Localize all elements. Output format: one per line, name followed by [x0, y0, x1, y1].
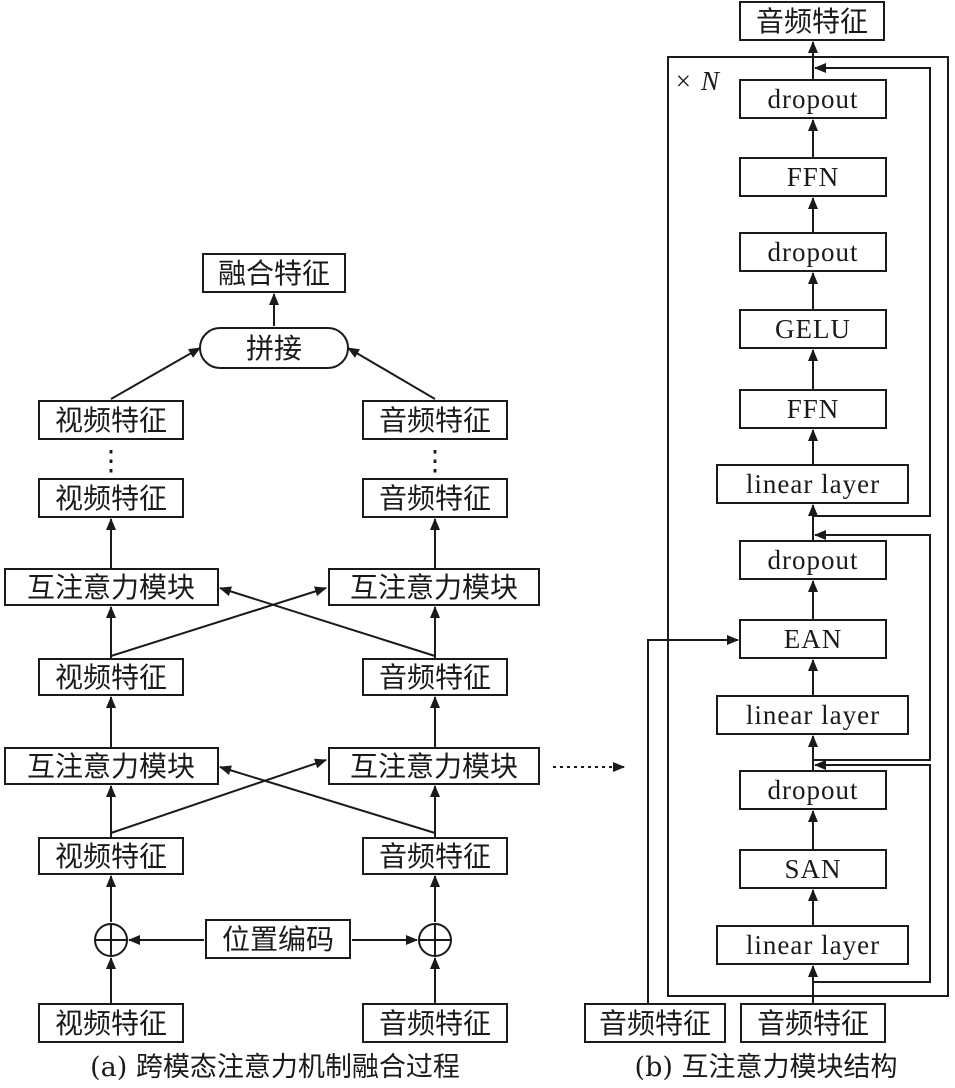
audio-feature-3-label: 音频特征 [379, 482, 491, 515]
audio-feature-self-input-box [740, 1003, 886, 1043]
video-feature-1-box [38, 837, 184, 875]
audio-co-attention-2-label: 互注意力模块 [350, 571, 518, 604]
audio-feature-1-label: 音频特征 [379, 840, 491, 873]
dropout-3-label: dropout [768, 237, 859, 267]
audio-feature-output-label: 音频特征 [756, 5, 868, 38]
ffn-2-label: FFN [787, 162, 840, 192]
position-encoding-box [205, 919, 351, 959]
ffn-1-box [739, 389, 887, 429]
video-ellipsis: ⋮ [97, 444, 125, 477]
video-feature-top-label: 视频特征 [55, 404, 167, 437]
panel-a-nodes: 融合特征 拼接 视频特征 音频特征 ⋮ ⋮ 视频特征 音频特征 互注意力模块 互… [4, 253, 540, 1083]
audio-feature-output-box [739, 1, 885, 41]
video-feature-1-label: 视频特征 [55, 840, 167, 873]
san-label: SAN [784, 854, 841, 884]
concat-label: 拼接 [246, 332, 302, 365]
video-co-attention-1-label: 互注意力模块 [27, 750, 195, 783]
linear-layer-2-label: linear layer [746, 700, 880, 730]
concat-box [199, 327, 349, 369]
audio-feature-3-box [362, 478, 508, 518]
audio-feature-top-box [362, 400, 508, 440]
video-feature-input-label: 视频特征 [55, 1007, 167, 1040]
ffn-1-label: FFN [787, 394, 840, 424]
caption-b: (b) 互注意力模块结构 [635, 1052, 898, 1083]
repeat-label: × N [674, 66, 721, 96]
dropout-4-box [739, 79, 887, 119]
video-co-attention-1-box [4, 747, 219, 785]
audio-feature-top-label: 音频特征 [379, 404, 491, 437]
repeat-frame [667, 56, 949, 997]
dropout-2-label: dropout [768, 545, 859, 575]
audio-feature-input-label: 音频特征 [379, 1007, 491, 1040]
video-feature-top-box [38, 400, 184, 440]
audio-feature-cross-input-box [584, 1003, 726, 1043]
san-box [739, 849, 887, 889]
linear-layer-1-box [716, 925, 909, 965]
gelu-box [739, 309, 887, 349]
audio-feature-2-box [362, 658, 508, 696]
video-co-attention-2-box [4, 568, 219, 606]
audio-co-attention-1-box [328, 747, 540, 785]
audio-co-attention-2-box [328, 568, 540, 606]
audio-feature-cross-input-label: 音频特征 [599, 1007, 711, 1040]
dropout-1-box [739, 770, 887, 810]
linear-layer-3-box [716, 464, 909, 504]
video-co-attention-2-label: 互注意力模块 [27, 571, 195, 604]
video-feature-2-box [38, 658, 184, 696]
dropout-4-label: dropout [768, 84, 859, 114]
audio-feature-2-label: 音频特征 [379, 661, 491, 694]
ean-box [739, 619, 887, 659]
ffn-2-box [739, 157, 887, 197]
audio-feature-self-input-label: 音频特征 [757, 1007, 869, 1040]
gelu-label: GELU [775, 314, 851, 344]
video-feature-input-box [38, 1003, 184, 1043]
audio-feature-1-box [362, 837, 508, 875]
audio-ellipsis: ⋮ [421, 444, 449, 477]
panel-b-connectors [647, 41, 949, 1003]
position-encoding-label: 位置编码 [222, 923, 334, 956]
fused-feature-box [202, 253, 346, 293]
dropout-3-box [739, 232, 887, 272]
video-feature-3-box [38, 478, 184, 518]
fused-feature-label: 融合特征 [218, 257, 330, 290]
video-feature-3-label: 视频特征 [55, 482, 167, 515]
caption-a: (a) 跨模态注意力机制融合过程 [90, 1052, 460, 1083]
panel-b-nodes: 音频特征 × N dropout FFN dropout GELU FFN li… [584, 1, 909, 1083]
dropout-2-box [739, 540, 887, 580]
audio-feature-input-box [362, 1003, 508, 1043]
video-feature-2-label: 视频特征 [55, 661, 167, 694]
panel-a-connectors [106, 293, 625, 1003]
linear-layer-2-box [716, 695, 909, 735]
audio-co-attention-1-label: 互注意力模块 [350, 750, 518, 783]
dropout-1-label: dropout [768, 775, 859, 805]
ean-label: EAN [784, 624, 843, 654]
linear-layer-3-label: linear layer [746, 469, 880, 499]
linear-layer-1-label: linear layer [746, 930, 880, 960]
